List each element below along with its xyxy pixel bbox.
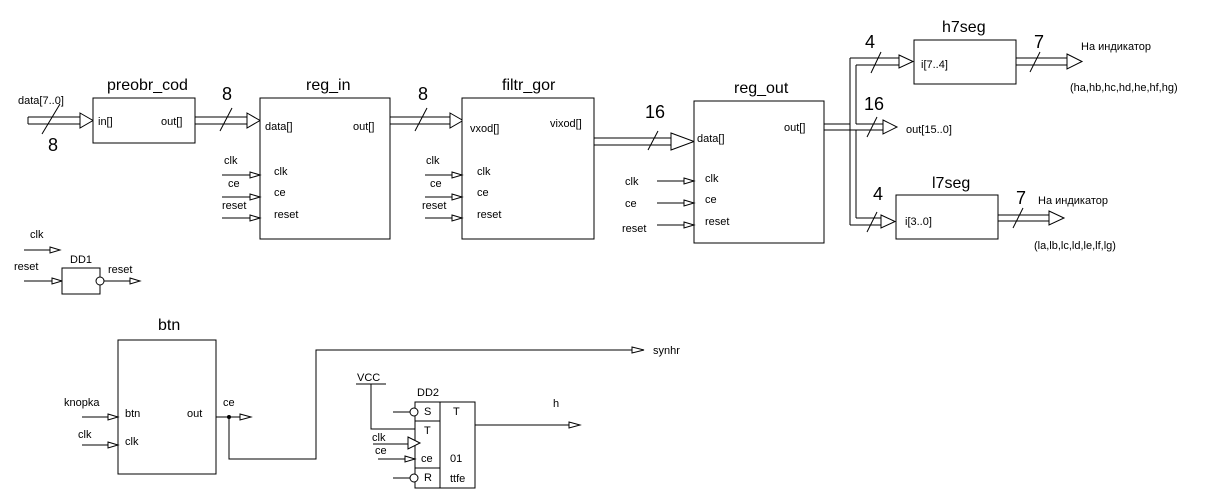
bus-l7seg-out: 7 На индикатор (la,lb,lc,ld,le,lf,lg) [998,188,1116,252]
filtr-gor-title: filtr_gor [502,77,556,94]
regin-to-filtr-width: 8 [418,84,428,104]
h-segments-label: (ha,hb,hc,hd,he,hf,hg) [1070,82,1178,94]
preobr-cod-out-port: out[] [161,116,182,128]
l7seg-out-width: 7 [1016,188,1026,208]
reg-in-reset-signal: reset [222,200,246,212]
reg-in-ce-signal: ce [228,178,240,190]
bus-regout-split: 4 16 4 out[15..0] [824,32,952,233]
l-segments-label: (la,lb,lc,ld,le,lf,lg) [1034,240,1116,252]
l7seg-title: l7seg [932,175,970,192]
data-in-width: 8 [48,135,58,155]
reg-out-reset-port: reset [705,216,729,228]
reg-in-out-port: out[] [353,121,374,133]
btn-ce-net: ce synhr [216,345,680,460]
reg-out-ce-port: ce [705,194,717,206]
btn-ce-signal: ce [223,397,235,409]
h-indicator-label: На индикатор [1081,41,1151,53]
filtr-gor-ce-port: ce [477,187,489,199]
reg-in-control-inputs: clk ce reset [222,155,262,222]
h7seg-title: h7seg [942,19,986,36]
vcc-label: VCC [357,372,380,384]
dd2-mode: 01 [450,453,462,465]
reg-in-clk-signal: clk [224,155,238,167]
btn-clk-signal: clk [78,429,92,441]
filtr-reset-signal: reset [422,200,446,212]
dd2-func: T [453,406,460,418]
dd1-reset-in-signal: reset [14,261,38,273]
reg-out-clk-signal: clk [625,176,639,188]
preobr-cod-in-port: in[] [98,116,113,128]
l7seg-in-port: i[3..0] [905,216,932,228]
dd1-reset-out-signal: reset [108,264,132,276]
block-reg-out[interactable]: reg_out data[] out[] clk ce reset [693,80,825,244]
reg-out-reset-signal: reset [622,223,646,235]
out16-label: out[15..0] [906,124,952,136]
data-in-label: data[7..0] [18,95,64,107]
block-filtr-gor[interactable]: filtr_gor vxod[] vixod[] clk ce reset [461,77,595,240]
filtr-gor-reset-port: reset [477,209,501,221]
block-reg-in[interactable]: reg_in data[] out[] clk ce reset [259,77,391,240]
h7seg-out-width: 7 [1034,32,1044,52]
filtr-gor-control-inputs: clk ce reset [422,155,464,222]
reg-in-data-port: data[] [265,121,293,133]
dd2-title: DD2 [417,387,439,399]
bus-data-in: data[7..0] 8 [18,95,95,155]
btn-clk-port: clk [125,436,139,448]
dd2-output: h [475,398,582,429]
dd2-type: ttfe [450,473,465,485]
dd1-clk-signal: clk [30,229,44,241]
filtr-clk-signal: clk [426,155,440,167]
block-h7seg[interactable]: h7seg i[7..4] [913,19,1017,85]
dd2-ce-signal: ce [375,445,387,457]
btn-btn-port: btn [125,408,140,420]
bus-preobr-to-regin: 8 [195,84,262,132]
dd2-r-port: R [424,472,432,484]
reg-out-title: reg_out [734,80,789,97]
btn-title: btn [158,317,180,334]
block-dd1[interactable]: clk reset DD1 reset [14,229,142,295]
reg-out-data-port: data[] [697,133,725,145]
h7seg-in-port: i[7..4] [921,59,948,71]
filtr-gor-in-port: vxod[] [470,123,499,135]
btn-out-port: out [187,408,202,420]
synhr-signal: synhr [653,345,680,357]
dd2-t-port: T [424,425,431,437]
filtr-ce-signal: ce [430,178,442,190]
reg-out-out-port: out[] [784,122,805,134]
block-btn[interactable]: btn btn clk out [117,317,217,475]
btn-inputs: knopka clk [64,397,120,449]
bus-regin-to-filtr: 8 [390,84,465,132]
to-l7seg-width: 4 [873,184,883,204]
reg-out-clk-port: clk [705,173,719,185]
bus-h7seg-out: 7 На индикатор (ha,hb,hc,hd,he,hf,hg) [1016,32,1178,94]
reg-in-clk-port: clk [274,166,288,178]
filtr-to-regout-width: 16 [645,102,665,122]
reg-out-ce-signal: ce [625,198,637,210]
block-dd2[interactable]: DD2 S T ce R T 01 ttfe [414,387,476,489]
reg-out-control-inputs: clk ce reset [622,176,696,235]
reg-in-ce-port: ce [274,187,286,199]
knopka-signal: knopka [64,397,100,409]
dd2-ce-port: ce [421,453,433,465]
filtr-gor-out-port: vixod[] [550,118,582,130]
dd2-clk-signal: clk [372,432,386,444]
out16-width: 16 [864,94,884,114]
l-indicator-label: На индикатор [1038,195,1108,207]
to-h7seg-width: 4 [865,32,875,52]
reg-in-reset-port: reset [274,209,298,221]
filtr-gor-clk-port: clk [477,166,491,178]
bus-filtr-to-regout: 16 [594,102,696,151]
preobr-cod-title: preobr_cod [107,77,188,94]
dd2-s-port: S [424,406,431,418]
preobr-to-regin-width: 8 [222,84,232,104]
dd1-title: DD1 [70,254,92,266]
reg-in-title: reg_in [306,77,350,94]
dd2-inputs: VCC clk ce [356,372,422,483]
h-signal: h [553,398,559,410]
block-preobr-cod[interactable]: preobr_cod in[] out[] [92,77,196,144]
block-l7seg[interactable]: l7seg i[3..0] [895,175,999,240]
